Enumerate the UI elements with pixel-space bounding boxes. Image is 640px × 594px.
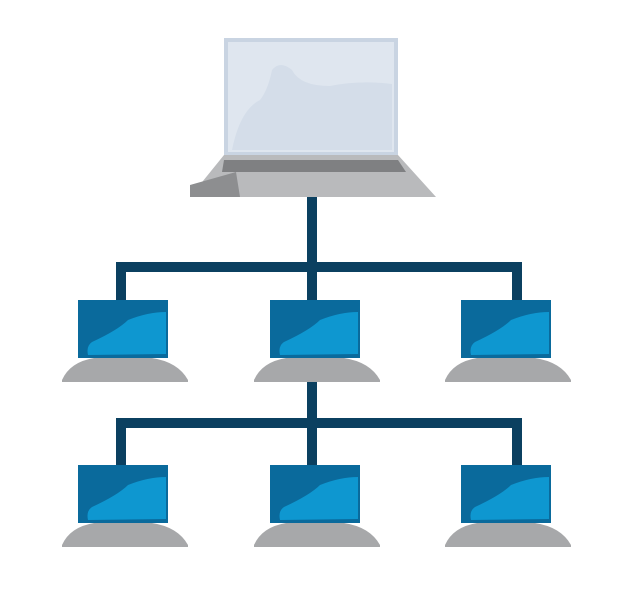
laptop-screen-highlight — [87, 312, 166, 355]
connector-line — [116, 418, 522, 428]
laptop-icon — [254, 465, 380, 547]
laptop-icon — [445, 300, 571, 382]
connector-line — [512, 418, 522, 466]
laptop-server-icon — [190, 38, 436, 197]
server-base-side — [190, 172, 240, 197]
connector-line — [307, 197, 317, 265]
laptop-screen-highlight — [87, 477, 166, 520]
laptop-screen-highlight — [279, 477, 358, 520]
laptop-base — [62, 523, 188, 547]
laptop-icon — [62, 300, 188, 382]
laptop-icon — [62, 465, 188, 547]
connector-line — [307, 382, 317, 422]
laptop-base — [445, 358, 571, 382]
laptop-base — [254, 358, 380, 382]
connector-line — [116, 262, 522, 272]
laptop-icon — [445, 465, 571, 547]
connector-line — [512, 262, 522, 302]
server-screen-shade — [232, 65, 392, 150]
laptop-base — [445, 523, 571, 547]
connector-line — [307, 262, 317, 302]
server-keyboard — [222, 160, 406, 172]
connector-line — [307, 418, 317, 466]
laptop-screen-highlight — [279, 312, 358, 355]
laptop-screen-highlight — [470, 477, 549, 520]
laptop-base — [254, 523, 380, 547]
connector-line — [116, 418, 126, 466]
laptop-icon — [254, 300, 380, 382]
laptop-screen-highlight — [470, 312, 549, 355]
connector-line — [116, 262, 126, 302]
laptop-base — [62, 358, 188, 382]
